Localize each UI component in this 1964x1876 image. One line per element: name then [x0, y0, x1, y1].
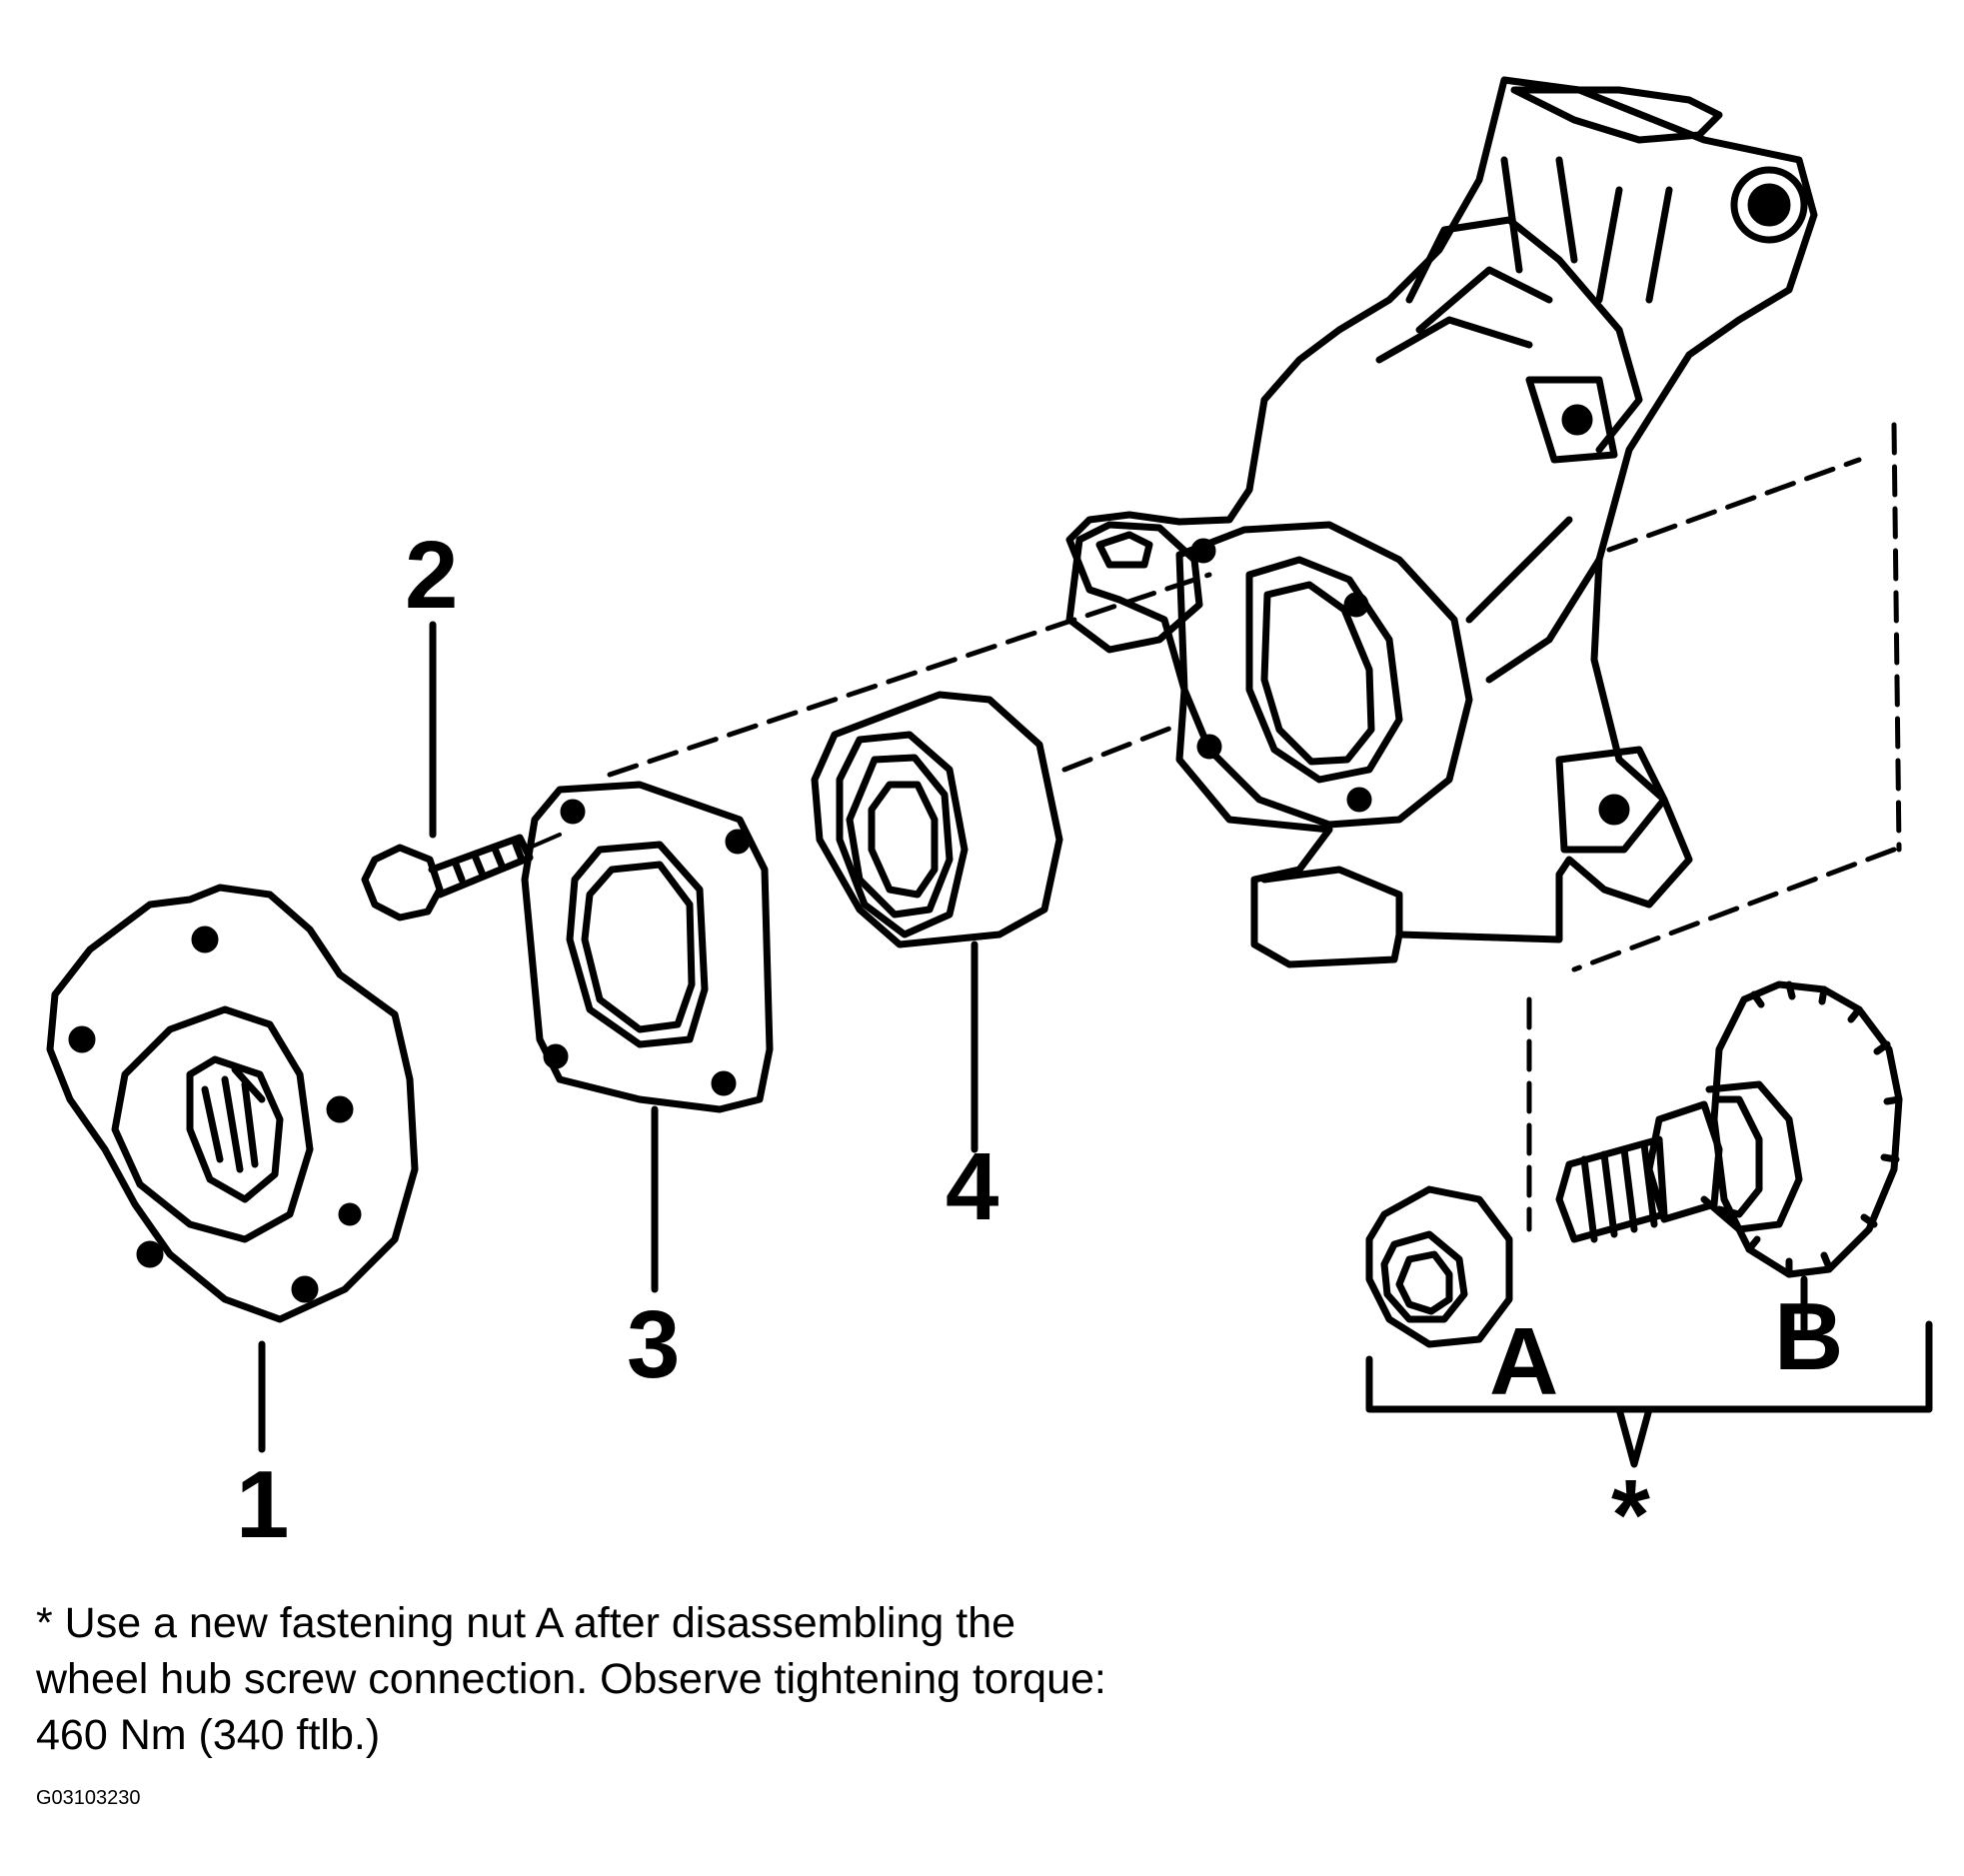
hex-nut-part	[1365, 1185, 1513, 1348]
note-line: 460 Nm (340 ftlb.)	[36, 1711, 381, 1759]
bolt-part	[361, 621, 562, 922]
callout-3: 3	[627, 1291, 680, 1398]
note-asterisk: *	[1611, 1459, 1650, 1571]
callout-b: B	[1774, 1283, 1843, 1390]
callout-a: A	[1489, 1308, 1558, 1415]
wheel-hub-part	[46, 884, 419, 1453]
note-line: * Use a new fastening nut A after disass…	[36, 1599, 1016, 1647]
callout-2: 2	[405, 522, 458, 629]
cover-plate-part	[521, 781, 774, 1293]
callout-4: 4	[946, 1133, 998, 1240]
steering-knuckle-part	[1065, 76, 1818, 968]
tightening-note: * Use a new fastening nut A after disass…	[36, 1595, 1235, 1763]
drive-shaft-stub-part	[1555, 980, 1903, 1333]
alignment-dashed-lines	[607, 422, 1902, 1232]
ab-bracket	[1365, 1320, 1933, 1468]
callout-1: 1	[236, 1451, 289, 1558]
wheel-bearing-part	[811, 691, 1063, 1153]
note-line: wheel hub screw connection. Observe tigh…	[36, 1655, 1106, 1703]
figure-id: G03103230	[36, 1787, 141, 1809]
